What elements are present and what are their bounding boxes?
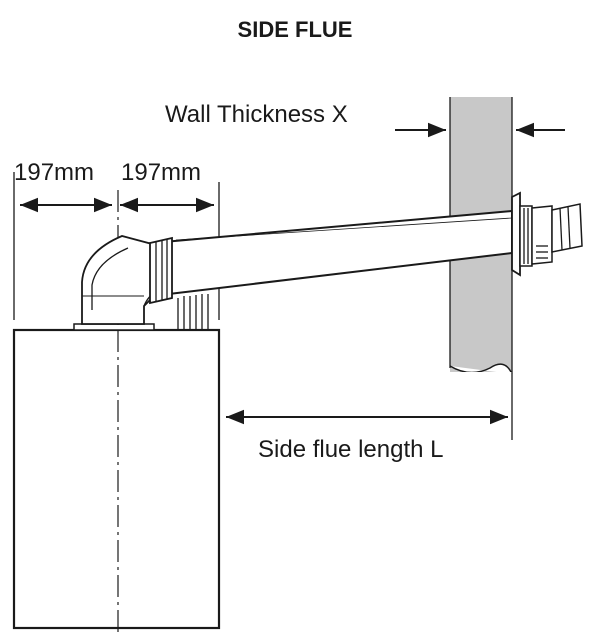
wall-thickness-label: Wall Thickness X xyxy=(165,101,348,128)
wall xyxy=(449,97,513,440)
dimension-label-right: 197mm xyxy=(121,159,201,186)
diagram-title: SIDE FLUE xyxy=(238,17,353,42)
flue-terminal xyxy=(511,191,583,277)
flue-elbow xyxy=(81,235,157,325)
flue-length-label: Side flue length L xyxy=(258,436,443,463)
dimension-label-left: 197mm xyxy=(14,159,94,186)
boiler-body xyxy=(12,328,221,630)
